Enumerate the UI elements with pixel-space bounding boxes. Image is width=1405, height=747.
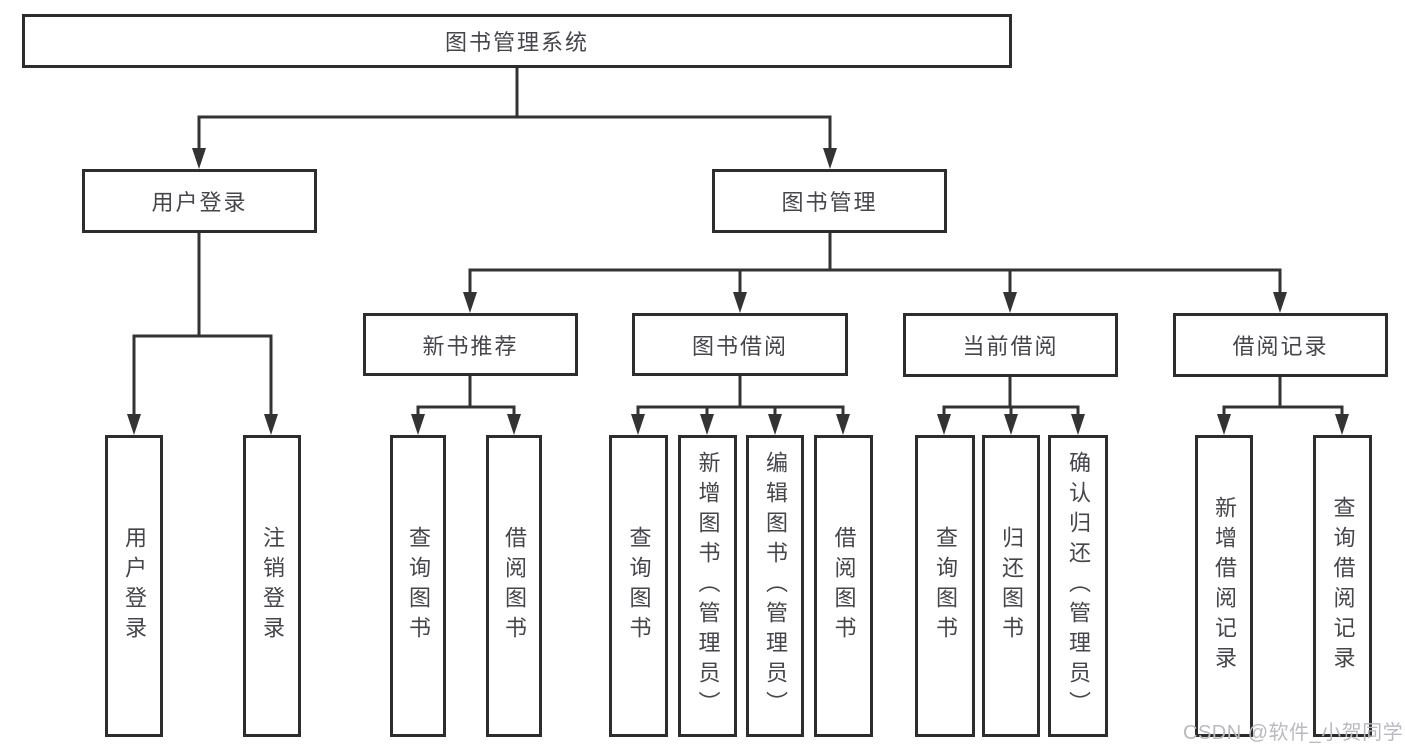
leaf-label: 查询图书: [406, 526, 431, 646]
leaf-edit-books-admin: 编辑图书（管理员）: [746, 435, 804, 737]
leaf-label: 确认归还（管理员）: [1066, 451, 1091, 721]
leaf-label: 查询图书: [933, 526, 958, 646]
leaf-label: 用户登录: [122, 526, 147, 646]
node-current-borrow: 当前借阅: [903, 313, 1118, 377]
leaf-borrow-books: 借阅图书: [814, 435, 873, 737]
leaf-query-books-borrow: 查询图书: [609, 435, 668, 737]
leaf-label: 借阅图书: [502, 526, 527, 646]
csdn-watermark: CSDN @软件_小贺同学: [1183, 722, 1404, 744]
leaf-label: 查询借阅记录: [1330, 496, 1356, 676]
leaf-label: 查询图书: [626, 526, 652, 646]
leaf-borrow-books-recommend: 借阅图书: [486, 435, 542, 737]
leaf-logout: 注销登录: [243, 435, 301, 737]
node-user-login: 用户登录: [82, 169, 317, 233]
leaf-query-books-recommend: 查询图书: [390, 435, 446, 737]
leaf-label: 新增借阅记录: [1212, 496, 1237, 676]
node-root: 图书管理系统: [22, 14, 1012, 68]
leaf-query-borrow-record: 查询借阅记录: [1313, 435, 1372, 737]
node-new-book-recommend: 新书推荐: [363, 313, 578, 376]
node-book-management: 图书管理: [712, 169, 947, 233]
leaf-label: 借阅图书: [831, 526, 857, 646]
leaf-add-borrow-record: 新增借阅记录: [1195, 435, 1253, 737]
leaf-add-books-admin: 新增图书（管理员）: [678, 435, 737, 737]
leaf-user-login: 用户登录: [105, 435, 163, 737]
leaf-query-books-current: 查询图书: [915, 435, 975, 737]
leaf-confirm-return-admin: 确认归还（管理员）: [1048, 435, 1108, 737]
leaf-label: 注销登录: [260, 526, 285, 646]
leaf-label: 新增图书（管理员）: [695, 451, 721, 721]
node-book-borrow: 图书借阅: [632, 313, 848, 376]
leaf-return-books: 归还图书: [982, 435, 1040, 737]
leaf-label: 编辑图书（管理员）: [763, 451, 788, 721]
leaf-label: 归还图书: [999, 526, 1024, 646]
node-borrow-records: 借阅记录: [1173, 313, 1388, 377]
